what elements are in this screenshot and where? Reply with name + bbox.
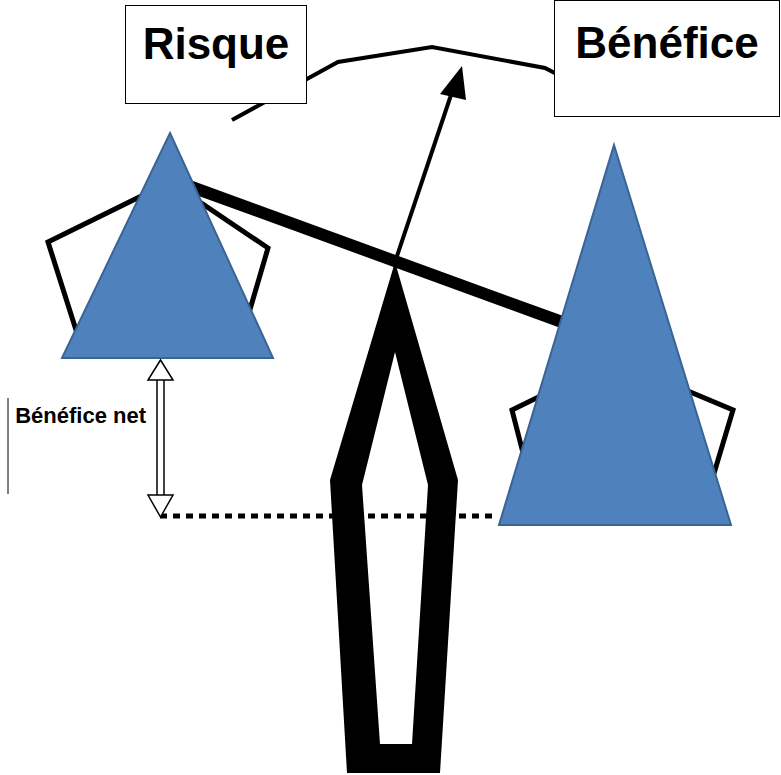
side-line xyxy=(8,398,9,494)
double-arrow xyxy=(163,378,165,497)
label-box: Bénéfice xyxy=(554,0,780,117)
pointer-arrow xyxy=(395,92,452,262)
arrow-head xyxy=(440,66,466,100)
risk-weight xyxy=(62,133,273,358)
box-title: Bénéfice xyxy=(555,19,779,67)
level-line xyxy=(160,514,497,519)
box-title: Risque xyxy=(126,20,306,68)
label-box: Risque xyxy=(125,5,307,104)
double-arrow xyxy=(156,378,158,497)
arrow-head xyxy=(148,360,173,380)
net-benefit-label: Bénéfice net xyxy=(6,398,146,434)
arrow-head xyxy=(148,495,173,517)
benefit-weight xyxy=(499,145,731,525)
